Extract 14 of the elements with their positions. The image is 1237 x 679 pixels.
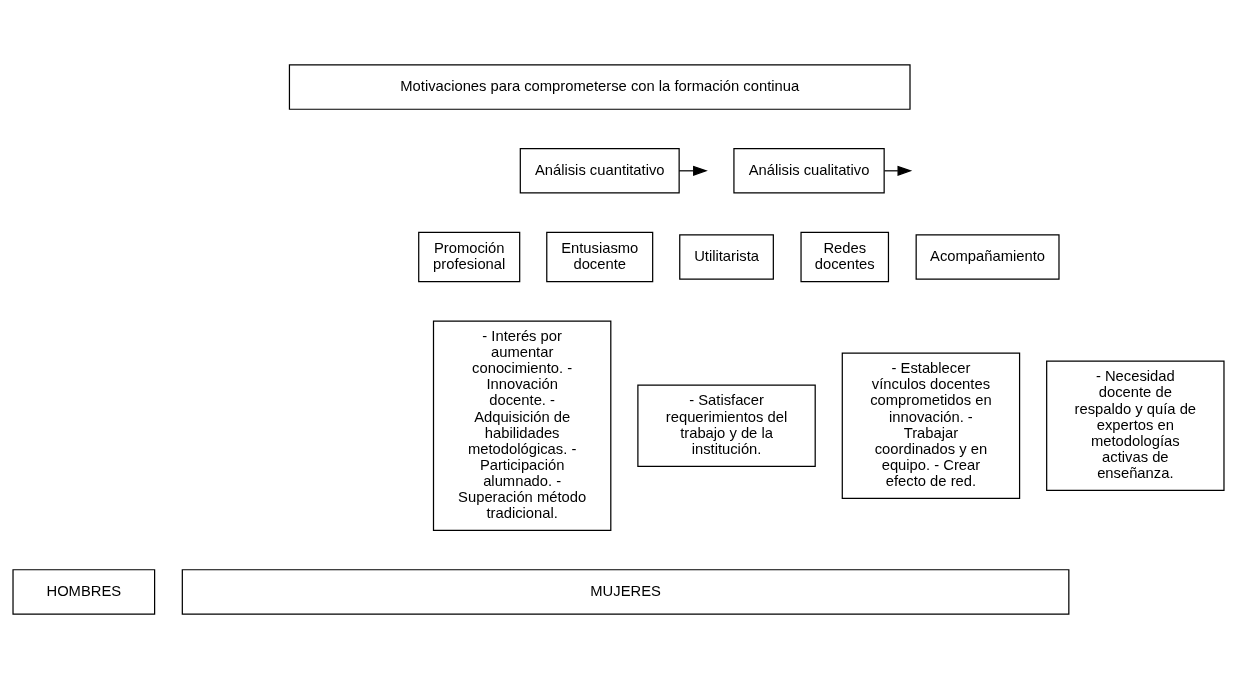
node-box: - Interés por aumentar conocimiento. - Innovación docente. - Adquisición de habilidades metodológicas. - Participación alumnado. - Superación método tradicional.: [432, 320, 612, 531]
node-box: MUJERES: [181, 569, 1070, 615]
node-box: Utilitarista: [679, 234, 774, 280]
node-box: Análisis cualitativo: [733, 148, 885, 194]
node-box: HOMBRES: [12, 569, 156, 615]
node-box: Análisis cuantitativo: [519, 148, 680, 194]
node-box: - Satisfacer requerimientos del trabajo y de la institución.: [637, 384, 816, 467]
node-box: - Establecer vínculos docentes comprometidos en innovación. - Trabajar coordinados y en equipo. - Crear efecto de red.: [841, 352, 1021, 499]
node-box: Motivaciones para comprometerse con la formación continua: [288, 64, 911, 110]
node-box: Acompañamiento: [915, 234, 1060, 280]
node-box: Entusiasmo docente: [546, 231, 654, 283]
node-box: Redes docentes: [800, 231, 890, 283]
node-box: Promoción profesional: [418, 231, 521, 283]
node-box: - Necesidad docente de respaldo y quía de expertos en metodologías activas de enseñanza.: [1046, 360, 1225, 491]
